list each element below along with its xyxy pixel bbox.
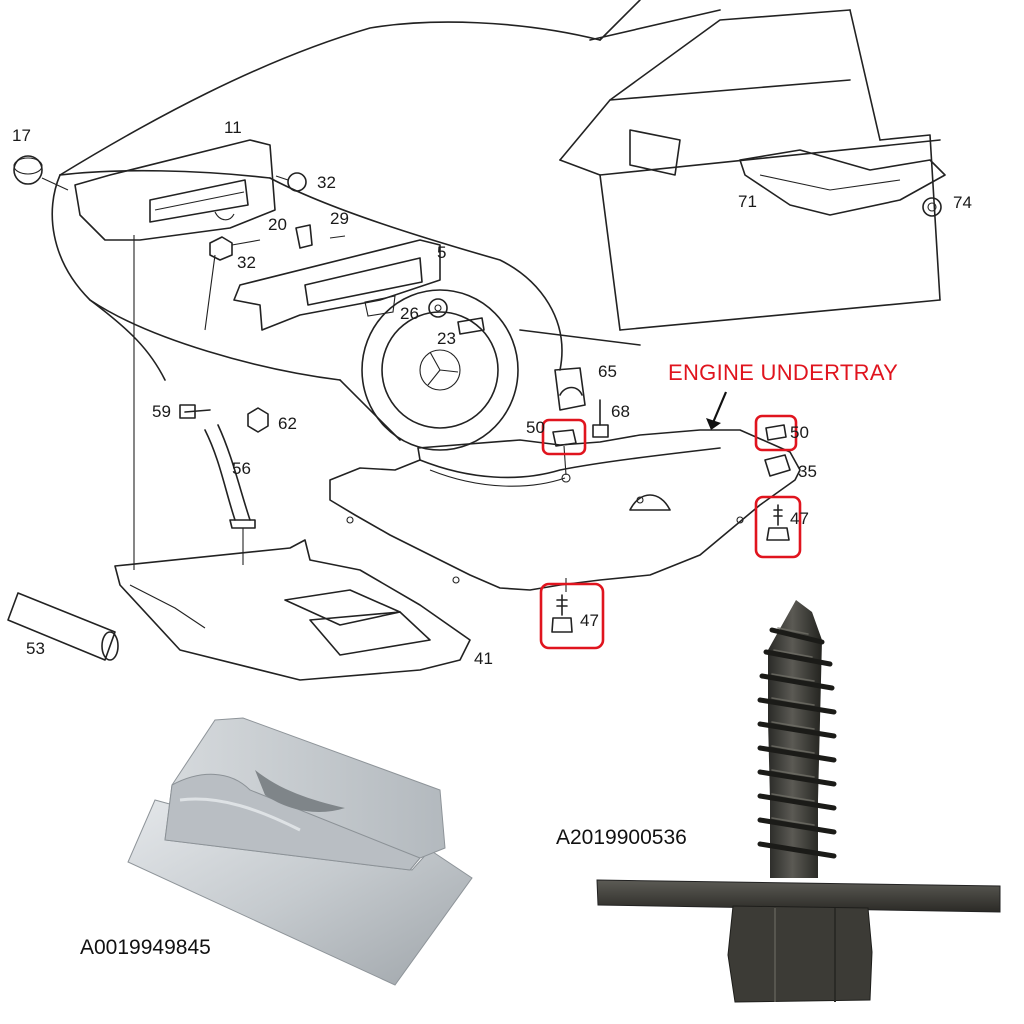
clip-part-number: A0019949845 [80,936,211,959]
callout-68: 68 [611,402,630,421]
callout-47-right: 47 [790,509,809,528]
callout-26: 26 [400,304,419,323]
highlight-clip-50-right [754,414,798,452]
callout-53: 53 [26,639,45,658]
callout-50-left: 50 [526,418,545,437]
callout-47-bottom: 47 [580,611,599,630]
callout-56: 56 [232,459,251,478]
car-body-outline [51,0,946,451]
highlight-screw-47-bottom [539,582,605,650]
highlight-screw-47-right [754,495,802,559]
screw-product-photo [596,600,1001,1003]
front-parts [7,139,485,681]
callout-11: 11 [224,118,242,137]
engine-undertray-drawing [329,367,801,633]
callout-59: 59 [152,402,171,421]
diagram-title: ENGINE UNDERTRAY [668,360,898,385]
callout-50-right: 50 [790,423,809,442]
callout-23: 23 [437,329,456,348]
callout-41: 41 [474,649,493,668]
callout-71: 71 [738,192,757,211]
callout-32-upper: 32 [317,173,336,192]
callout-35: 35 [798,462,817,481]
callout-5: 5 [437,243,446,262]
callout-17: 17 [12,126,31,145]
callout-labels: 17 11 32 20 29 32 5 26 23 71 74 65 68 50… [12,118,972,668]
callout-65: 65 [598,362,617,381]
callout-29: 29 [330,209,349,228]
callout-74: 74 [953,193,972,212]
highlight-clip-50-left [541,418,587,456]
screw-part-number: A2019900536 [556,826,687,849]
clip-product-photo [127,717,473,986]
callout-20: 20 [268,215,287,234]
callout-32-lower: 32 [237,253,256,272]
callout-62: 62 [278,414,297,433]
